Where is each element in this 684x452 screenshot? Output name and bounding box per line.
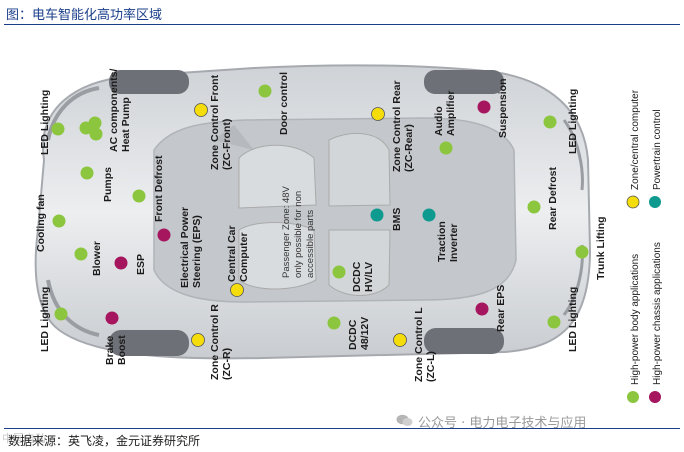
car-diagram: LED Lighting AC components/ Heat Pump Zo… bbox=[34, 64, 663, 403]
label-bms: BMS bbox=[391, 208, 403, 231]
label-eps-2: Steering (EPS) bbox=[191, 215, 203, 288]
legend-powertrain: Powertrain control bbox=[652, 109, 663, 190]
dot-eps bbox=[157, 228, 171, 242]
dot-zone-front bbox=[194, 103, 208, 117]
title-rule bbox=[4, 24, 680, 25]
label-central-computer-2: Computer bbox=[238, 232, 250, 282]
component-markers bbox=[51, 84, 589, 347]
label-esp: ESP bbox=[135, 254, 147, 275]
legend-dot-chassis bbox=[649, 391, 661, 403]
label-zone-rear-2: (ZC-Rear) bbox=[403, 124, 415, 172]
passenger-zone-line-2: only possible for non bbox=[293, 191, 304, 278]
dot-central-computer bbox=[230, 283, 244, 297]
label-blower: Blower bbox=[91, 241, 103, 276]
label-door-control: Door control bbox=[278, 72, 290, 135]
dot-zone-rear bbox=[371, 107, 385, 121]
label-suspension: Suspension bbox=[497, 78, 509, 138]
label-traction-1: Traction bbox=[436, 221, 448, 262]
dot-brake-boost bbox=[105, 311, 119, 325]
label-ac-heat-pump-2: Heat Pump bbox=[120, 97, 132, 152]
dot-door-control bbox=[258, 84, 272, 98]
legend: Zone/central computer Powertrain control… bbox=[626, 89, 663, 403]
label-ac-heat-pump-1: AC components/ bbox=[108, 68, 120, 152]
label-dcdc-48-1: DCDC bbox=[347, 319, 359, 350]
dot-rear-eps bbox=[475, 302, 489, 316]
label-pumps: Pumps bbox=[102, 167, 114, 202]
dot-esp bbox=[114, 256, 128, 270]
passenger-zone-line-1: Passenger Zone: 48V bbox=[281, 185, 292, 278]
dot-traction-inverter bbox=[422, 208, 436, 222]
dot-blower bbox=[74, 247, 88, 261]
watermark-text: 公众号 · 电力电子技术与应用 bbox=[418, 416, 587, 431]
passenger-zone-line-3: accessible parts bbox=[305, 210, 316, 278]
dot-zone-right bbox=[191, 333, 205, 347]
label-led-front-top: LED Lighting bbox=[39, 90, 51, 155]
label-led-rear-bottom: LED Lighting bbox=[567, 287, 579, 352]
dot-suspension bbox=[477, 100, 491, 114]
dot-led-front-top bbox=[51, 122, 65, 136]
label-zone-left-2: (ZC-L) bbox=[425, 351, 437, 382]
dot-dcdc-hv bbox=[332, 265, 346, 279]
label-traction-2: Inverter bbox=[448, 223, 460, 262]
dot-audio bbox=[439, 141, 453, 155]
label-audio-1: Audio bbox=[433, 106, 445, 136]
label-eps-1: Electrical Power bbox=[179, 207, 191, 288]
legend-dot-powertrain bbox=[649, 196, 661, 208]
car-silhouette bbox=[34, 64, 592, 360]
label-rear-eps: Rear EPS bbox=[495, 285, 507, 332]
legend-zone-computer: Zone/central computer bbox=[630, 89, 641, 190]
label-zone-front-1: Zone Control Front bbox=[209, 74, 221, 170]
label-rear-defrost: Rear Defrost bbox=[547, 166, 559, 230]
wechat-logo-icon bbox=[396, 414, 413, 426]
watermark-corner: 中国电动 bbox=[2, 432, 46, 445]
label-dcdc-hv-2: HV/LV bbox=[363, 262, 375, 292]
label-audio-2: Amplifier bbox=[445, 90, 457, 136]
label-brake-2: Boost bbox=[116, 335, 128, 365]
dot-trunk-lifting bbox=[575, 245, 589, 259]
legend-body-apps: High-power body applications bbox=[630, 254, 641, 385]
dot-led-rear-bottom bbox=[547, 315, 561, 329]
legend-dot-zone bbox=[626, 195, 640, 209]
legend-dot-body bbox=[627, 391, 639, 403]
label-zone-rear-1: Zone Control Rear bbox=[391, 80, 403, 172]
label-trunk-lifting: Trunk Lifting bbox=[595, 216, 607, 280]
dot-bms bbox=[370, 208, 384, 222]
passenger-zone-note: Passenger Zone: 48V only possible for no… bbox=[281, 185, 316, 278]
label-front-defrost: Front Defrost bbox=[153, 155, 165, 222]
label-dcdc-hv-1: DCDC bbox=[351, 261, 363, 292]
label-zone-right-1: Zone Control R bbox=[209, 304, 221, 380]
label-cooling-fan: Cooling fan bbox=[35, 194, 47, 252]
label-led-rear-top: LED Lighting bbox=[567, 89, 579, 154]
dot-ac-3 bbox=[89, 127, 103, 141]
dot-pumps bbox=[80, 166, 94, 180]
dot-zone-left bbox=[393, 333, 407, 347]
label-zone-right-2: (ZC-R) bbox=[221, 348, 233, 380]
label-zone-front-2: (ZC-Front) bbox=[221, 119, 233, 170]
figure-title: 图：电车智能化高功率区域 bbox=[6, 8, 163, 23]
label-brake-1: Brake bbox=[104, 336, 116, 365]
dot-front-defrost bbox=[132, 189, 146, 203]
dot-led-front-bottom bbox=[54, 307, 68, 321]
label-dcdc-48-2: 48/12V bbox=[359, 317, 371, 350]
dot-led-rear-top bbox=[543, 115, 557, 129]
dot-dcdc-48 bbox=[327, 316, 341, 330]
dot-cooling-fan bbox=[52, 214, 66, 228]
source-note: 数据来源：英飞凌，金元证券研究所 bbox=[8, 434, 201, 448]
source-rule bbox=[4, 428, 680, 429]
diagram-panel: LED Lighting AC components/ Heat Pump Zo… bbox=[4, 30, 680, 430]
label-central-computer-1: Central Car bbox=[226, 225, 238, 282]
legend-chassis-apps: High-power chassis applications bbox=[652, 242, 663, 385]
dot-rear-defrost bbox=[527, 200, 541, 214]
label-zone-left-1: Zone Control L bbox=[413, 307, 425, 382]
label-led-front-bottom: LED Lighting bbox=[39, 287, 51, 352]
dot-ac-2 bbox=[88, 116, 102, 130]
